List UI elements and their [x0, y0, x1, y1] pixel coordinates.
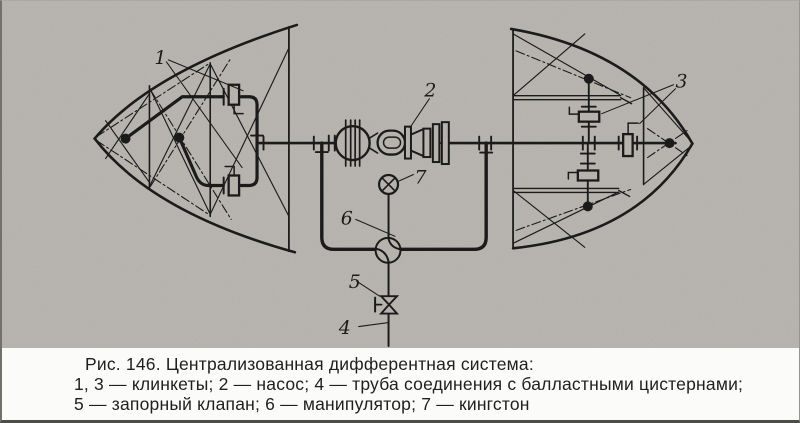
klinket-valve-bow-bottom — [222, 165, 241, 197]
label-klinkets-stern: 3 — [675, 71, 687, 93]
paper-grain-texture — [2, 1, 799, 348]
caption-legend-line-1: 1, 3 — клинкеты; 2 — насос; 4 — труба со… — [74, 374, 744, 394]
manipulator-valve — [374, 236, 402, 264]
stern-hull-outline — [509, 27, 694, 250]
klinket-valve-stern-bottom — [567, 152, 600, 182]
bow-suction-pipes — [123, 95, 259, 188]
klinket-valve-stern-main — [622, 122, 639, 158]
klinket-valve-bow-top — [222, 83, 244, 115]
label-leader-lines — [165, 59, 676, 328]
label-stop-valve: 5 — [349, 271, 361, 293]
label-klinkets-bow: 1 — [154, 47, 166, 69]
aft-peak-suction-point — [664, 138, 675, 149]
klinket-valve-stern-top — [568, 105, 601, 128]
caption-legend-line-2: 5 — запорный клапан; 6 — манипулятор; 7 … — [74, 394, 530, 414]
caption-title: Рис. 146. Централизованная дифферентная … — [85, 354, 534, 374]
label-manipulator: 6 — [341, 207, 353, 229]
trim-system-diagram: 1 2 3 4 5 6 7 — [2, 1, 799, 348]
label-kingston: 7 — [414, 166, 427, 188]
manifold-loop-pipe — [320, 141, 488, 251]
stop-valve — [374, 295, 400, 315]
diagram-canvas: 1 2 3 4 5 6 7 — [2, 1, 799, 348]
stern-deck-lines — [512, 95, 633, 198]
label-pump: 2 — [423, 80, 436, 102]
kingston-valve — [377, 173, 400, 196]
figure-caption: Рис. 146. Централизованная дифферентная … — [2, 348, 799, 420]
pump-unit — [334, 119, 450, 167]
label-ballast-pipe: 4 — [338, 317, 351, 339]
